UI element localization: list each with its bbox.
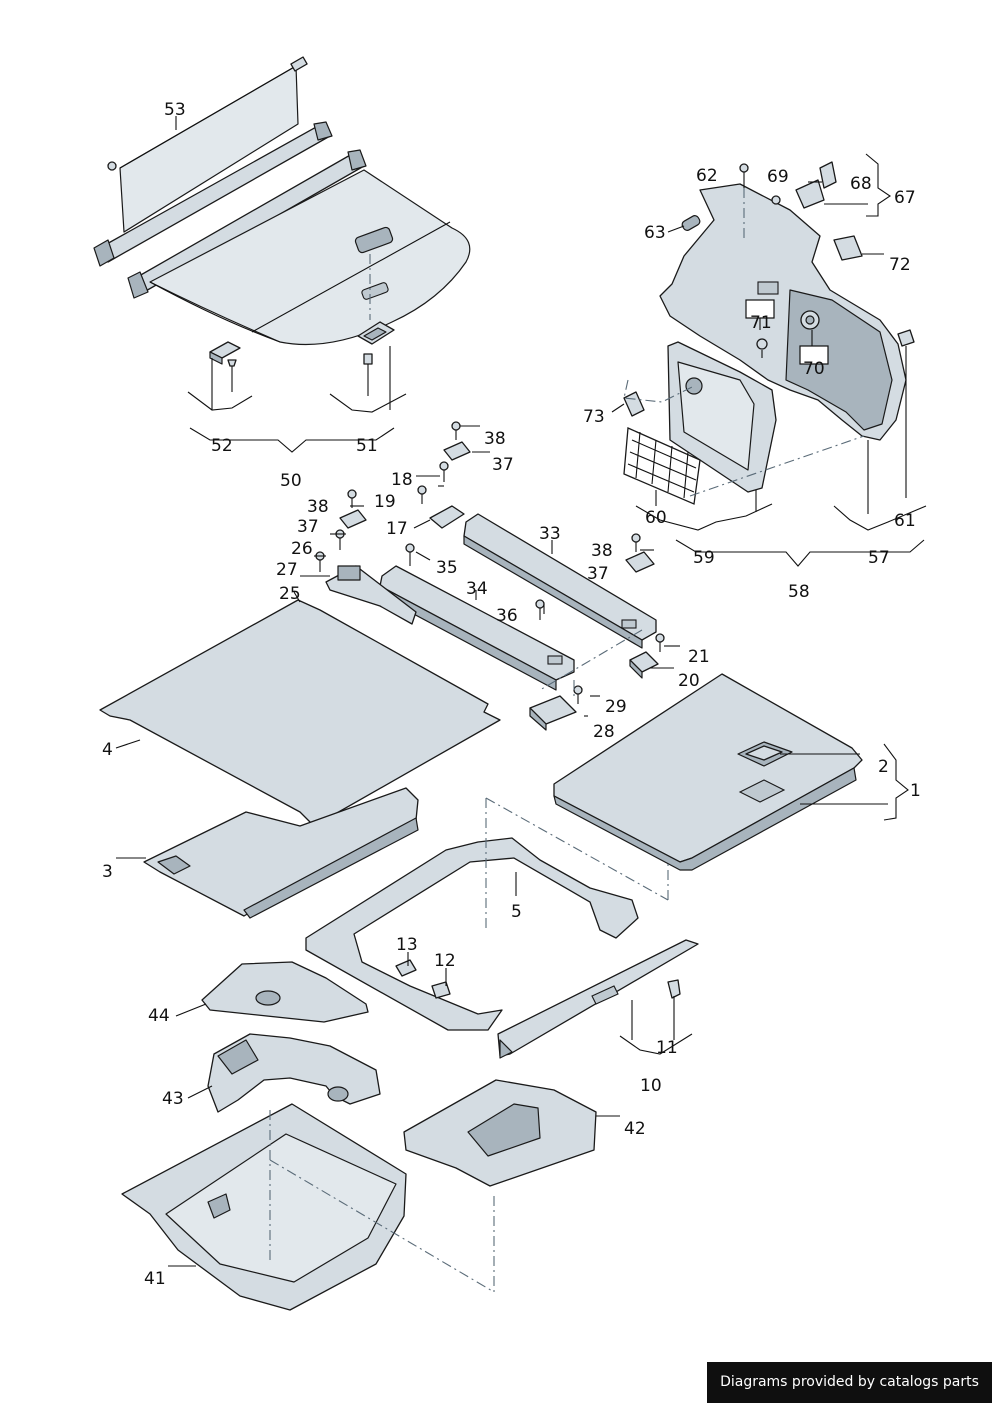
callout-71[interactable]: 71	[750, 313, 772, 333]
screw-icons	[315, 421, 665, 704]
assembly-guides	[269, 188, 865, 1293]
callout-box-71	[745, 299, 775, 319]
callout-12[interactable]: 12	[434, 951, 456, 971]
callout-18[interactable]: 18	[391, 470, 413, 490]
part-12-nut[interactable]	[431, 981, 451, 999]
callout-51[interactable]: 51	[356, 436, 378, 456]
callout-38a[interactable]: 38	[484, 429, 506, 449]
part-62-screw[interactable]	[739, 163, 749, 188]
callout-17[interactable]: 17	[386, 519, 408, 539]
callout-52[interactable]: 52	[211, 436, 233, 456]
callout-4[interactable]: 4	[102, 740, 113, 760]
callout-70[interactable]: 70	[803, 359, 825, 379]
part-1-storage-panel[interactable]	[553, 673, 863, 871]
callout-62[interactable]: 62	[696, 166, 718, 186]
callout-10[interactable]: 10	[640, 1076, 662, 1096]
part-33-rail[interactable]	[463, 513, 657, 649]
callout-1[interactable]: 1	[910, 781, 921, 801]
callout-63[interactable]: 63	[644, 223, 666, 243]
part-63-grommet[interactable]	[681, 214, 702, 232]
part-28-end-block[interactable]	[529, 695, 577, 731]
callout-35[interactable]: 35	[436, 558, 458, 578]
part-4-floor-mat[interactable]	[99, 591, 501, 827]
callout-38c[interactable]: 38	[591, 541, 613, 561]
part-72-lamp[interactable]	[833, 235, 863, 261]
part-10-sill-trim[interactable]	[497, 939, 699, 1059]
leader-lines	[115, 116, 927, 1267]
part-71-screw[interactable]	[756, 338, 768, 358]
part-50-cover-shelf[interactable]	[127, 149, 471, 346]
callout-21[interactable]: 21	[688, 647, 710, 667]
part-5-floor-frame[interactable]	[305, 837, 639, 1031]
part-25-bracket[interactable]	[325, 565, 417, 625]
callout-3[interactable]: 3	[102, 862, 113, 882]
part-51-handle[interactable]	[357, 321, 395, 396]
callout-60[interactable]: 60	[645, 508, 667, 528]
callout-53[interactable]: 53	[164, 100, 186, 120]
callout-5[interactable]: 5	[511, 902, 522, 922]
callout-37b[interactable]: 37	[297, 517, 319, 537]
callout-67[interactable]: 67	[894, 188, 916, 208]
part-17-bracket[interactable]	[429, 505, 465, 529]
callout-37a[interactable]: 37	[492, 455, 514, 475]
part-68-clip[interactable]	[819, 161, 837, 189]
part-41-spare-wheel-well[interactable]	[121, 1103, 407, 1311]
part-42-foam-insert[interactable]	[403, 1079, 597, 1187]
callout-19[interactable]: 19	[374, 492, 396, 512]
callout-41[interactable]: 41	[144, 1269, 166, 1289]
callout-2[interactable]: 2	[878, 757, 889, 777]
part-52-bracket[interactable]	[209, 341, 241, 392]
part-53-roller-blind[interactable]	[93, 56, 333, 267]
part-2-handle[interactable]	[737, 741, 793, 767]
callout-38b[interactable]: 38	[307, 497, 329, 517]
callout-28[interactable]: 28	[593, 722, 615, 742]
callout-33[interactable]: 33	[539, 524, 561, 544]
callout-73[interactable]: 73	[583, 407, 605, 427]
callout-42[interactable]: 42	[624, 1119, 646, 1139]
callout-44[interactable]: 44	[148, 1006, 170, 1026]
callout-13[interactable]: 13	[396, 935, 418, 955]
part-11-clip[interactable]	[667, 979, 681, 999]
callout-27[interactable]: 27	[276, 560, 298, 580]
part-59-storage-box[interactable]	[667, 341, 777, 493]
callout-69[interactable]: 69	[767, 167, 789, 187]
callout-68[interactable]: 68	[850, 174, 872, 194]
callout-29[interactable]: 29	[605, 697, 627, 717]
callout-37c[interactable]: 37	[587, 564, 609, 584]
callout-57[interactable]: 57	[868, 548, 890, 568]
part-3-floor-panel[interactable]	[143, 787, 419, 919]
part-43-tool-tray[interactable]	[207, 1033, 381, 1113]
callout-labels: 53 52 51 50 4 3 5 13 12 11 10 44 43 41 4…	[102, 100, 921, 1289]
callout-26[interactable]: 26	[291, 539, 313, 559]
diagram-credit-badge: Diagrams provided by catalogs parts	[707, 1362, 992, 1403]
callout-72[interactable]: 72	[889, 255, 911, 275]
callout-box-70	[799, 345, 829, 365]
part-20-end-block[interactable]	[629, 651, 659, 679]
part-70-lashing-eye[interactable]	[800, 310, 820, 330]
callout-43[interactable]: 43	[162, 1089, 184, 1109]
callout-59[interactable]: 59	[693, 548, 715, 568]
part-73-clip[interactable]	[623, 391, 645, 417]
callout-20[interactable]: 20	[678, 671, 700, 691]
callout-36[interactable]: 36	[496, 606, 518, 626]
callout-50[interactable]: 50	[280, 471, 302, 491]
callout-34[interactable]: 34	[466, 579, 488, 599]
part-69-hook[interactable]	[771, 179, 825, 209]
callout-11[interactable]: 11	[656, 1038, 678, 1058]
callout-25[interactable]: 25	[279, 584, 301, 604]
part-61-clip[interactable]	[897, 329, 915, 347]
part-44-holder-cover[interactable]	[201, 961, 369, 1023]
part-60-net[interactable]	[623, 427, 701, 505]
callout-61[interactable]: 61	[894, 511, 916, 531]
part-13-bolt[interactable]	[395, 959, 417, 977]
callout-58[interactable]: 58	[788, 582, 810, 602]
